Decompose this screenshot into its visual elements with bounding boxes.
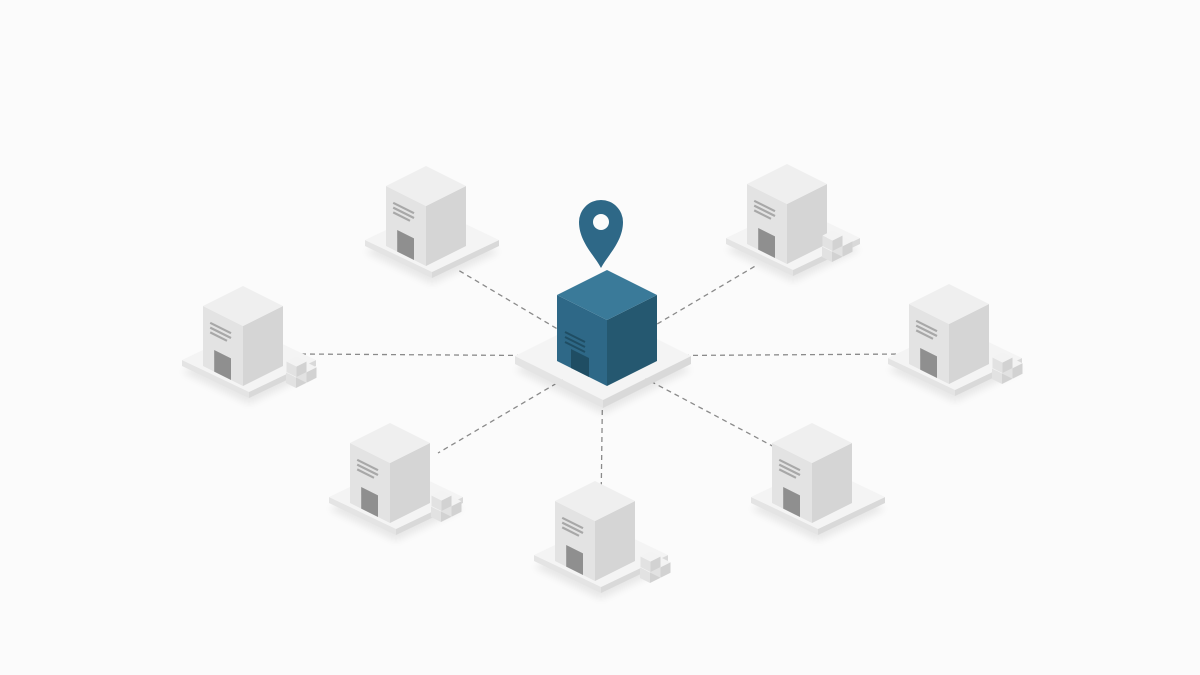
spoke-warehouses [182, 164, 1023, 599]
hub-door [571, 349, 589, 377]
cargo-boxes-icon [992, 352, 1023, 384]
warehouse-bottom-right [751, 423, 885, 541]
cargo-boxes-icon [640, 551, 671, 583]
hub-sign-line [564, 341, 586, 353]
warehouse-bottom-left [329, 423, 463, 541]
warehouse-left [182, 286, 317, 404]
hub-sign-line [564, 331, 586, 343]
location-pin-icon [579, 200, 623, 268]
connector-line [602, 355, 781, 451]
hub-sign-line [564, 336, 586, 348]
cargo-boxes-icon [431, 490, 462, 522]
cargo-boxes-icon [822, 230, 853, 262]
warehouse-top-left [365, 166, 499, 284]
connector-line [299, 353, 604, 357]
hub-warehouse [515, 200, 691, 414]
warehouse-top-right [726, 164, 860, 282]
cargo-boxes-icon [286, 356, 317, 388]
warehouse-right [888, 284, 1023, 402]
warehouse-bottom [534, 481, 671, 599]
connector-line [600, 355, 604, 509]
